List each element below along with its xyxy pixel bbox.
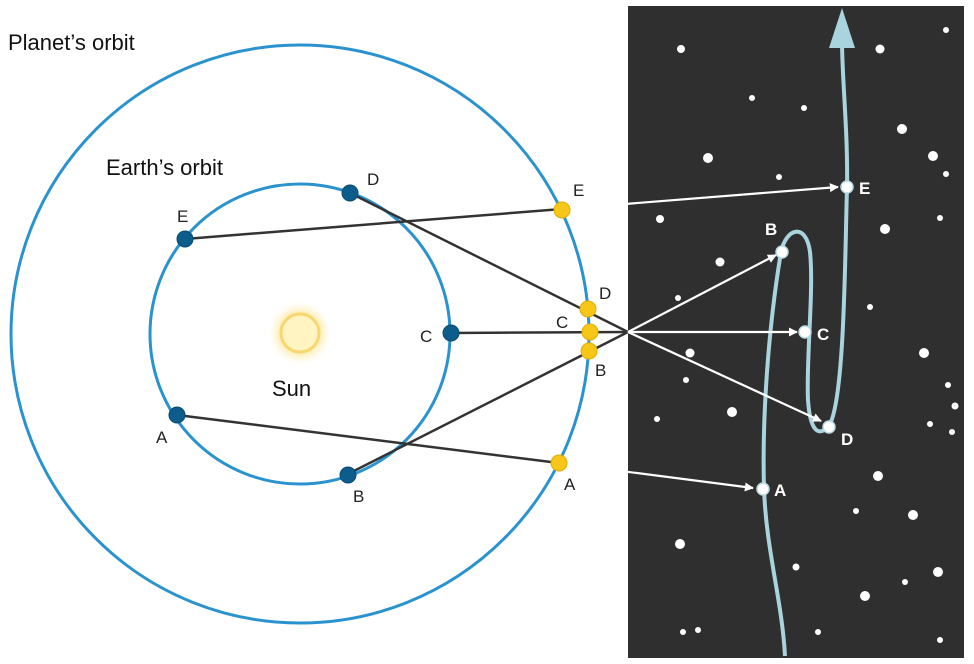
sky-label-b: B [765,220,777,239]
sky-arrow-a [558,461,754,492]
planet-label-e: E [573,181,584,200]
earth-label-c: C [420,327,432,346]
planet-position-d [579,300,597,318]
star [656,215,664,223]
star [943,27,949,33]
star [897,124,907,134]
earth-label-e: E [177,207,188,226]
star [801,105,807,111]
planet-position-a [550,454,568,472]
star [675,295,681,301]
planet-positions [550,201,599,472]
star [927,421,933,427]
planet-position-e [553,201,571,219]
star [867,304,873,310]
earth-label-b: B [353,487,364,506]
star [675,539,685,549]
star [880,224,890,234]
apparent-path-arrowhead [829,8,855,48]
star [703,153,713,163]
star [853,508,859,514]
sight-line-e [184,207,563,241]
planet-position-c [581,323,599,341]
planet-label-c: C [556,313,568,332]
sky-positions [756,180,854,496]
earth-position-a [168,406,186,424]
star [727,407,737,417]
sun [279,312,321,354]
earth-position-d [341,184,359,202]
planet-label-b: B [595,361,606,380]
star [937,637,943,643]
star [937,215,943,221]
sky-label-e: E [859,179,870,198]
star [860,591,870,601]
star [928,151,938,161]
sky-label-c: C [817,325,829,344]
planet-position-b [580,342,598,360]
earth-positions [168,184,460,484]
sky-label-a: A [774,481,786,500]
sight-line-a [176,413,560,465]
sight-line-c [450,330,629,335]
star [776,174,782,180]
star [873,471,883,481]
sun-label: Sun [272,376,311,401]
star-field [654,27,959,643]
sky-position-e [840,180,854,194]
earth-label-d: D [367,170,379,189]
planet-orbit-label: Planet’s orbit [8,30,135,55]
star [815,629,821,635]
star [949,429,955,435]
sky-projections [558,183,839,492]
sky-arrow-e [561,183,839,211]
sky-arrow-d [627,331,822,422]
sky-position-d [822,420,836,434]
star [749,95,755,101]
sky-position-a [756,482,770,496]
star [685,348,695,358]
star [943,171,949,177]
star [654,416,660,422]
star [715,257,725,267]
star [945,382,951,388]
earth-label-a: A [156,428,168,447]
earth-position-b [339,466,357,484]
star [677,45,685,53]
planet-label-a: A [564,475,576,494]
star [908,510,918,520]
sight-line-b [347,330,629,476]
earth-position-e [176,230,194,248]
sight-lines [176,191,629,476]
star [683,377,689,383]
star [919,348,929,358]
star [951,402,959,410]
star [695,627,701,633]
sky-position-b [775,245,789,259]
earth-position-c [442,324,460,342]
earth-orbit-label: Earth’s orbit [106,155,223,180]
sky-position-c [798,325,812,339]
sky-label-d: D [841,430,853,449]
star [933,567,943,577]
star [792,563,800,571]
sky-arrow-b [627,254,777,333]
star [875,44,885,54]
star [902,579,908,585]
planet-label-d: D [599,284,611,303]
star [680,629,686,635]
